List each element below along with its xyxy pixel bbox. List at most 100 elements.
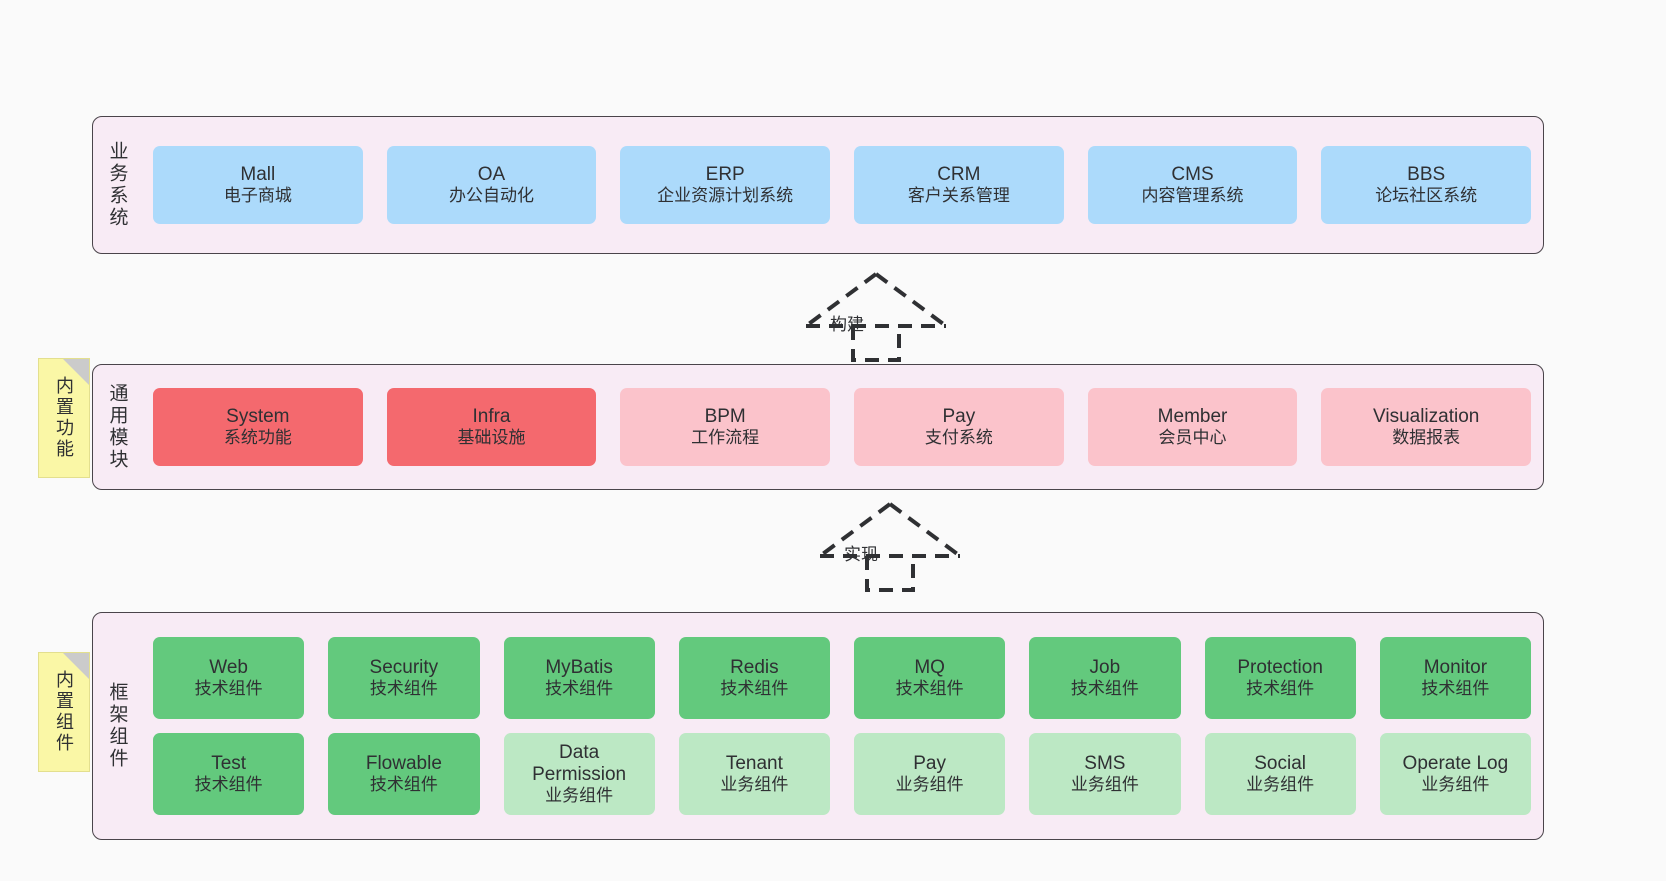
connector-implement: 实现 [810, 500, 970, 592]
node-job[interactable]: Job 技术组件 [1029, 637, 1181, 719]
node-subtitle: 业务组件 [545, 786, 614, 806]
node-subtitle: 支付系统 [924, 428, 993, 448]
generalization-arrow-icon [818, 502, 962, 592]
layer-framework-component: 框架组件 Web 技术组件 Security 技术组件 MyBatis 技术组件… [92, 612, 1544, 840]
connector-label-build: 构建 [830, 315, 864, 334]
page-fold-icon [63, 359, 89, 385]
node-flowable[interactable]: Flowable 技术组件 [328, 733, 480, 815]
node-subtitle: 业务组件 [895, 775, 964, 795]
node-title: CRM [937, 163, 981, 185]
sticky-note-builtin-component: 内置组件 [38, 652, 90, 772]
node-operate-log[interactable]: Operate Log 业务组件 [1379, 733, 1531, 815]
page-fold-icon [63, 653, 89, 679]
node-oa[interactable]: OA 办公自动化 [386, 146, 597, 224]
node-title: Operate Log [1402, 752, 1509, 774]
node-title: MQ [914, 656, 945, 678]
layer-common-module: 通用模块 System 系统功能 Infra 基础设施 BPM 工作流程 Pay… [92, 364, 1544, 490]
node-pay-business[interactable]: Pay 业务组件 [854, 733, 1006, 815]
layer-title-common-module: 通用模块 [106, 383, 128, 471]
node-subtitle: 技术组件 [720, 679, 789, 699]
node-subtitle: 技术组件 [1070, 679, 1139, 699]
node-bpm[interactable]: BPM 工作流程 [620, 388, 831, 466]
node-subtitle: 客户关系管理 [907, 186, 1010, 206]
node-subtitle: 业务组件 [1421, 775, 1490, 795]
node-subtitle: 技术组件 [194, 775, 263, 795]
node-subtitle: 技术组件 [545, 679, 614, 699]
node-title: System [226, 405, 290, 427]
node-subtitle: 系统功能 [223, 428, 292, 448]
node-subtitle: 办公自动化 [449, 186, 534, 206]
node-erp[interactable]: ERP 企业资源计划系统 [620, 146, 831, 224]
node-title: Mall [240, 163, 276, 185]
generalization-arrow-icon [804, 272, 948, 362]
node-title: Tenant [725, 752, 783, 774]
node-title: Pay [913, 752, 946, 774]
sticky-note-builtin-feature: 内置功能 [38, 358, 90, 478]
node-title: Visualization [1373, 405, 1480, 427]
node-web[interactable]: Web 技术组件 [153, 637, 305, 719]
node-visualization[interactable]: Visualization 数据报表 [1321, 388, 1532, 466]
node-subtitle: 基础设施 [457, 428, 526, 448]
node-bbs[interactable]: BBS 论坛社区系统 [1321, 146, 1532, 224]
node-subtitle: 电子商城 [223, 186, 292, 206]
node-subtitle: 工作流程 [691, 428, 760, 448]
node-subtitle: 会员中心 [1158, 428, 1227, 448]
sticky-note-label: 内置组件 [54, 670, 74, 754]
node-subtitle: 技术组件 [369, 679, 438, 699]
node-title: Protection [1237, 656, 1323, 678]
node-title: BPM [704, 405, 746, 427]
node-title: OA [477, 163, 506, 185]
layer-body-common-module: System 系统功能 Infra 基础设施 BPM 工作流程 Pay 支付系统… [141, 365, 1543, 489]
node-cms[interactable]: CMS 内容管理系统 [1087, 146, 1298, 224]
layer-body-framework-component: Web 技术组件 Security 技术组件 MyBatis 技术组件 Redi… [141, 613, 1543, 839]
node-redis[interactable]: Redis 技术组件 [678, 637, 830, 719]
node-test[interactable]: Test 技术组件 [153, 733, 305, 815]
node-infra[interactable]: Infra 基础设施 [386, 388, 597, 466]
node-subtitle: 数据报表 [1392, 428, 1461, 448]
node-tenant[interactable]: Tenant 业务组件 [678, 733, 830, 815]
node-title: BBS [1407, 163, 1446, 185]
layer-title-framework-component: 框架组件 [106, 682, 128, 770]
layer-row: Test 技术组件 Flowable 技术组件 Data Permission … [153, 733, 1531, 815]
layer-body-business-system: Mall 电子商城 OA 办公自动化 ERP 企业资源计划系统 CRM 客户关系… [141, 117, 1543, 253]
node-title: Member [1157, 405, 1228, 427]
node-subtitle: 技术组件 [369, 775, 438, 795]
node-title: Web [209, 656, 248, 678]
node-social[interactable]: Social 业务组件 [1204, 733, 1356, 815]
node-title: MyBatis [545, 656, 613, 678]
node-title: Job [1089, 656, 1121, 678]
node-protection[interactable]: Protection 技术组件 [1204, 637, 1356, 719]
connector-label-implement: 实现 [844, 545, 878, 564]
node-security[interactable]: Security 技术组件 [328, 637, 480, 719]
node-title: Monitor [1423, 656, 1488, 678]
node-mq[interactable]: MQ 技术组件 [854, 637, 1006, 719]
node-data-permission[interactable]: Data Permission 业务组件 [503, 733, 655, 815]
node-subtitle: 内容管理系统 [1141, 186, 1244, 206]
node-subtitle: 业务组件 [1246, 775, 1315, 795]
node-title: CMS [1171, 163, 1214, 185]
node-subtitle: 技术组件 [1421, 679, 1490, 699]
node-mall[interactable]: Mall 电子商城 [153, 146, 363, 224]
node-title: Data Permission [532, 741, 627, 785]
node-system[interactable]: System 系统功能 [153, 388, 363, 466]
layer-business-system: 业务系统 Mall 电子商城 OA 办公自动化 ERP 企业资源计划系统 CRM… [92, 116, 1544, 254]
layer-row: Mall 电子商城 OA 办公自动化 ERP 企业资源计划系统 CRM 客户关系… [153, 146, 1532, 224]
node-sms[interactable]: SMS 业务组件 [1029, 733, 1181, 815]
connector-build: 构建 [796, 270, 956, 362]
node-member[interactable]: Member 会员中心 [1087, 388, 1298, 466]
node-subtitle: 业务组件 [720, 775, 789, 795]
node-crm[interactable]: CRM 客户关系管理 [854, 146, 1064, 224]
node-subtitle: 论坛社区系统 [1375, 186, 1478, 206]
node-mybatis[interactable]: MyBatis 技术组件 [503, 637, 655, 719]
node-pay[interactable]: Pay 支付系统 [854, 388, 1064, 466]
sticky-note-label: 内置功能 [54, 376, 74, 460]
node-title: Test [211, 752, 247, 774]
node-title: Social [1254, 752, 1306, 774]
node-subtitle: 技术组件 [194, 679, 263, 699]
node-title: Redis [730, 656, 779, 678]
layer-row: Web 技术组件 Security 技术组件 MyBatis 技术组件 Redi… [153, 637, 1531, 719]
node-monitor[interactable]: Monitor 技术组件 [1379, 637, 1531, 719]
node-title: Flowable [365, 752, 442, 774]
node-subtitle: 技术组件 [1246, 679, 1315, 699]
